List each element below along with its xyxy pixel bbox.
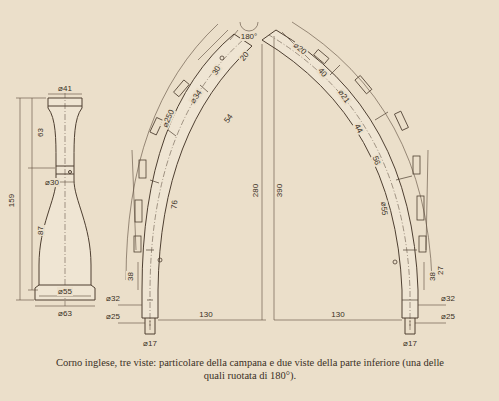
dimension-label: ⌀17 xyxy=(402,339,418,348)
dimension-label: 390 xyxy=(275,182,284,197)
dimension-label: ⌀25 xyxy=(105,312,121,321)
dimension-label: 27 xyxy=(436,265,445,276)
dimension-label: 130 xyxy=(330,310,345,319)
dimension-label: ⌀41 xyxy=(57,84,73,93)
dimension-label: 63 xyxy=(36,127,45,138)
dimension-label: ⌀25 xyxy=(440,312,456,321)
dimension-label: 87 xyxy=(36,225,45,236)
dimension-label: 180° xyxy=(240,32,259,41)
dimension-label: ⌀55 xyxy=(57,287,73,296)
dimension-label: ⌀30 xyxy=(44,178,60,187)
dimension-label: 76 xyxy=(169,198,179,210)
dimension-label: 159 xyxy=(7,192,16,207)
dimension-label: 130 xyxy=(198,310,213,319)
figure-caption: Corno inglese, tre viste: particolare de… xyxy=(45,356,455,382)
dimension-label: 38 xyxy=(126,271,135,282)
dimension-label: 280 xyxy=(251,182,260,197)
dimension-label: 54 xyxy=(221,111,235,125)
dimension-label: ⌀17 xyxy=(142,339,158,348)
dimension-label: ⌀32 xyxy=(105,294,121,303)
dimension-label: ⌀32 xyxy=(440,294,456,303)
dimension-label: ⌀63 xyxy=(57,309,73,318)
